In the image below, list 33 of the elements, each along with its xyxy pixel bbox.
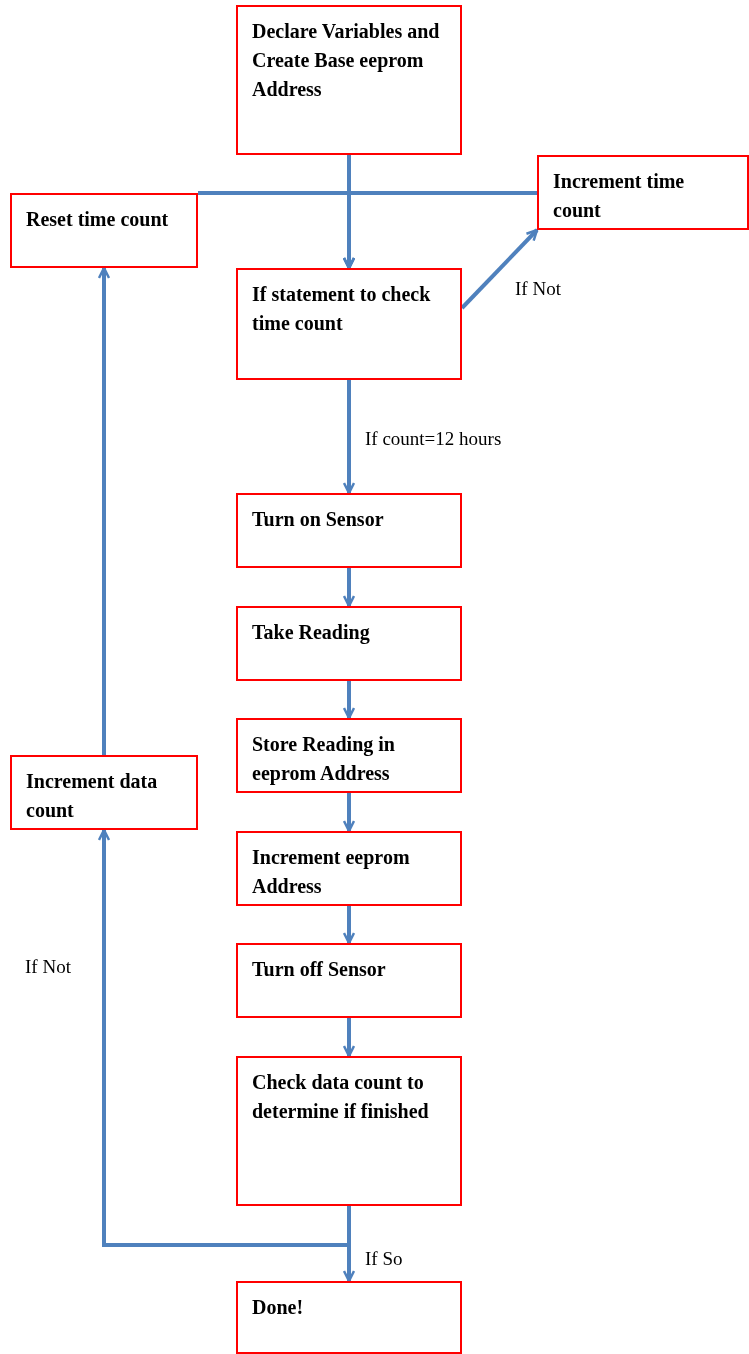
process-box (236, 943, 462, 1018)
box-text: Check data count to determine if finished (252, 1070, 430, 1124)
box-text: Increment data count (26, 769, 159, 823)
process-box (236, 268, 462, 380)
process-box (236, 493, 462, 568)
arrow (342, 568, 356, 608)
box-text: Done! (252, 1295, 305, 1320)
box-text: Store Reading in eeprom Address (252, 732, 396, 787)
process-box (236, 606, 462, 681)
box-text: If statement to check time count (252, 282, 432, 336)
box-text: Turn on Sensor (252, 507, 385, 532)
box-text: Take Reading (252, 620, 371, 646)
process-box (236, 1281, 462, 1354)
process-box (236, 5, 462, 155)
box-text: Increment time count (553, 169, 686, 223)
process-box (10, 755, 198, 830)
arrow (342, 380, 356, 495)
arrow (97, 828, 351, 1247)
process-box (537, 155, 749, 230)
process-box (236, 1056, 462, 1206)
process-box (10, 193, 198, 268)
arrow (342, 681, 356, 720)
process-box (236, 831, 462, 906)
arrow (342, 906, 356, 945)
arrow (342, 191, 537, 270)
box-text: Reset time count (26, 207, 170, 232)
box-text: Declare Variables and Create Base eeprom Address (252, 19, 441, 102)
arrow (342, 1018, 356, 1058)
process-box (236, 718, 462, 793)
box-text: Increment eeprom Address (252, 845, 411, 899)
box-text: Turn off Sensor (252, 957, 387, 982)
arrow (97, 266, 111, 755)
arrow (342, 793, 356, 833)
